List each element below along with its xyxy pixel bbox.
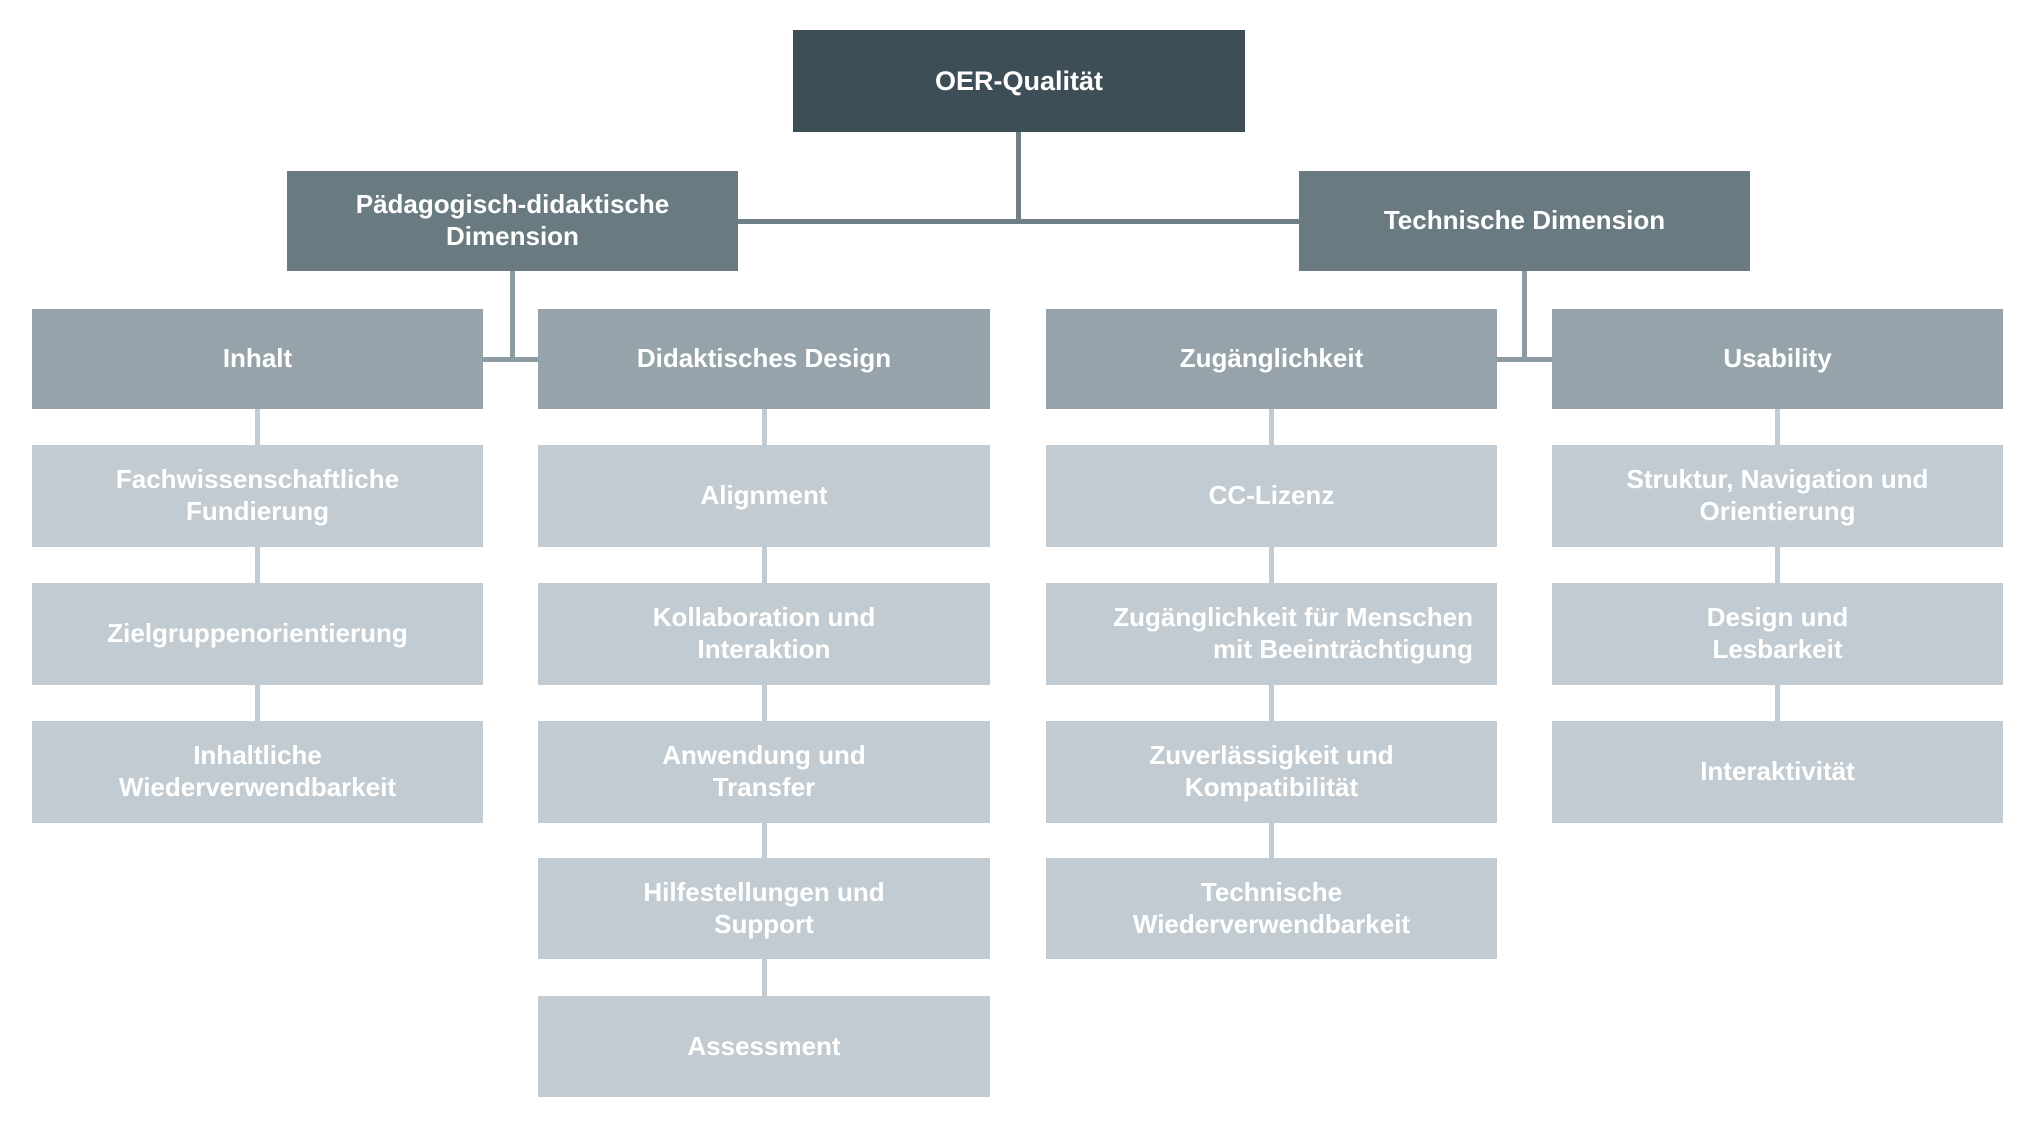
root-box-oer-qualitaet: OER-Qualität <box>793 30 1245 132</box>
dimension-box-paedagogisch-didaktisch: Pädagogisch-didaktische Dimension <box>287 171 738 271</box>
dimension-box-technisch: Technische Dimension <box>1299 171 1750 271</box>
item-box-inhaltliche-wiederverwendbarkeit: Inhaltliche Wiederverwendbarkeit <box>32 721 483 823</box>
item-box-zielgruppenorientierung: Zielgruppenorientierung <box>32 583 483 685</box>
item-box-technische-wiederverwendbarkeit: Technische Wiederverwendbarkeit <box>1046 858 1497 959</box>
category-box-inhalt: Inhalt <box>32 309 483 409</box>
connector-inhalt-didaktisches-horizontal <box>483 357 538 362</box>
category-box-usability: Usability <box>1552 309 2003 409</box>
item-box-kollaboration-interaktion: Kollaboration und Interaktion <box>538 583 990 685</box>
connector-technisch-vertical <box>1522 271 1527 362</box>
connector-segment <box>255 685 260 721</box>
connector-segment <box>255 547 260 583</box>
connector-segment <box>762 685 767 721</box>
item-box-alignment: Alignment <box>538 445 990 547</box>
connector-segment <box>762 959 767 996</box>
connector-segment <box>255 409 260 445</box>
connector-segment <box>762 547 767 583</box>
connector-segment <box>762 823 767 858</box>
connector-segment <box>762 409 767 445</box>
connector-segment <box>1269 409 1274 445</box>
connector-segment <box>1269 685 1274 721</box>
item-box-struktur-navigation-orientierung: Struktur, Navigation und Orientierung <box>1552 445 2003 547</box>
connector-segment <box>1775 409 1780 445</box>
item-box-cc-lizenz: CC-Lizenz <box>1046 445 1497 547</box>
connector-segment <box>1775 547 1780 583</box>
connector-segment <box>1775 685 1780 721</box>
item-box-interaktivitaet: Interaktivität <box>1552 721 2003 823</box>
connector-segment <box>1269 547 1274 583</box>
item-box-assessment: Assessment <box>538 996 990 1097</box>
item-box-zugaenglichkeit-menschen-beeintraechtigung: Zugänglichkeit für Menschen mit Beeinträ… <box>1046 583 1497 685</box>
item-box-anwendung-transfer: Anwendung und Transfer <box>538 721 990 823</box>
category-box-didaktisches-design: Didaktisches Design <box>538 309 990 409</box>
connector-zugaenglichkeit-usability-horizontal <box>1497 357 1552 362</box>
item-box-zuverlaessigkeit-kompatibilitaet: Zuverlässigkeit und Kompatibilität <box>1046 721 1497 823</box>
connector-segment <box>1269 823 1274 858</box>
item-box-design-lesbarkeit: Design und Lesbarkeit <box>1552 583 2003 685</box>
category-box-zugaenglichkeit: Zugänglichkeit <box>1046 309 1497 409</box>
item-box-fachwissenschaftliche-fundierung: Fachwissenschaftliche Fundierung <box>32 445 483 547</box>
connector-root-vertical <box>1016 132 1021 224</box>
connector-paedagogisch-vertical <box>510 271 515 362</box>
connector-dimensions-horizontal <box>738 219 1299 224</box>
item-box-hilfestellungen-support: Hilfestellungen und Support <box>538 858 990 959</box>
